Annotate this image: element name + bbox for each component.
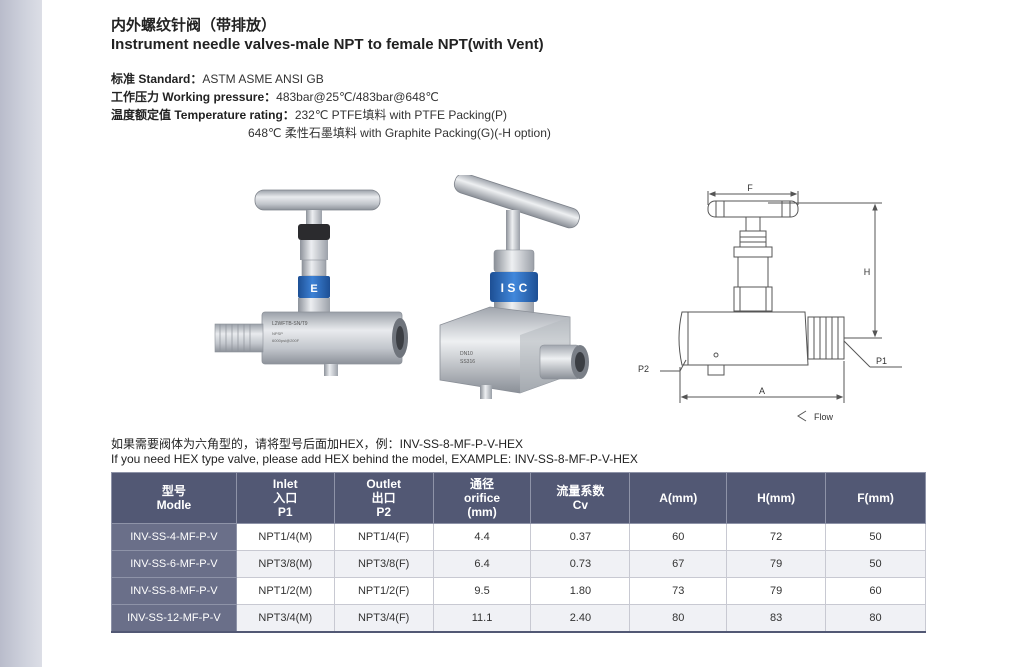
cell-h: 79 [726,550,827,578]
side-decoration-band [0,0,42,667]
cell-orifice: 11.1 [432,604,532,633]
cell-f: 50 [825,550,926,578]
page-title-english: Instrument needle valves-male NPT to fem… [111,36,544,53]
cell-outlet: NPT1/4(F) [333,523,434,551]
valve-band-letters: I S C [501,281,528,295]
cell-a: 67 [629,550,728,578]
valve-body-marking-3: 6000psi@200F [272,338,300,343]
cell-f: 50 [825,523,926,551]
hex-note-english: If you need HEX type valve, please add H… [111,452,638,466]
spec-standard-label: 标准 Standard： [111,72,203,86]
table-row: INV-SS-8-MF-P-V NPT1/2(M) NPT1/2(F) 9.5 … [111,577,926,605]
table-row: INV-SS-12-MF-P-V NPT3/4(M) NPT3/4(F) 11.… [111,604,926,633]
cell-orifice: 9.5 [432,577,532,605]
cell-model: INV-SS-8-MF-P-V [111,577,237,605]
cell-model: INV-SS-12-MF-P-V [111,604,237,633]
cell-cv: 1.80 [530,577,631,605]
cell-f: 80 [825,604,926,633]
header-f: F(mm) [825,472,926,524]
cell-cv: 0.73 [530,550,631,578]
valve-body-marking-1: L2WFTB-SN/T9 [272,321,308,327]
table-row: INV-SS-4-MF-P-V NPT1/4(M) NPT1/4(F) 4.4 … [111,523,926,551]
spec-temp-label: 温度额定值 Temperature rating： [111,108,295,122]
cell-model: INV-SS-6-MF-P-V [111,550,237,578]
spec-standard-value: ASTM ASME ANSI GB [202,72,324,86]
cell-h: 79 [726,577,827,605]
hex-note-chinese: 如果需要阀体为六角型的，请将型号后面加HEX，例：INV-SS-8-MF-P-V… [111,437,524,451]
cell-a: 60 [629,523,728,551]
spec-working-pressure: 工作压力 Working pressure：483bar@25℃/483bar@… [111,88,439,105]
valve-body-marking-2: NPSP [272,331,283,336]
cell-cv: 0.37 [530,523,631,551]
header-a: A(mm) [629,472,728,524]
diagram-label-A: A [759,386,765,396]
cell-a: 80 [629,604,728,633]
valve2-body-marking-2: SS316 [460,359,475,365]
header-h: H(mm) [726,472,827,524]
cell-orifice: 6.4 [432,550,532,578]
cell-inlet: NPT1/4(M) [235,523,335,551]
cell-outlet: NPT3/4(F) [333,604,434,633]
valve-dimension-diagram: F H A P2 P1 Flow [638,183,902,422]
cell-model: INV-SS-4-MF-P-V [111,523,237,551]
cell-h: 83 [726,604,827,633]
cell-h: 72 [726,523,827,551]
diagram-flow-label: Flow [814,412,834,422]
diagram-label-P1: P1 [876,356,887,366]
cell-outlet: NPT1/2(F) [333,577,434,605]
spec-standard: 标准 Standard：ASTM ASME ANSI GB [111,70,324,87]
diagram-label-F: F [747,183,753,193]
cell-orifice: 4.4 [432,523,532,551]
diagram-label-P2: P2 [638,364,649,374]
table-row: INV-SS-6-MF-P-V NPT3/8(M) NPT3/8(F) 6.4 … [111,550,926,578]
cell-inlet: NPT1/2(M) [235,577,335,605]
spec-temperature-rating-2: 648℃ 柔性石墨填料 with Graphite Packing(G)(-H … [248,126,551,140]
valve2-body-marking-1: DN10 [460,351,473,357]
valve-photo-side: E L2WFTB-SN/T9 NPSP 6000psi@200F [214,189,408,376]
cell-f: 60 [825,577,926,605]
valve-photo-angled: I S C DN10 SS316 [439,175,589,399]
cell-inlet: NPT3/4(M) [235,604,335,633]
cell-a: 73 [629,577,728,605]
spec-temperature-rating: 温度额定值 Temperature rating：232℃ PTFE填料 wit… [111,106,507,123]
cell-cv: 2.40 [530,604,631,633]
cell-outlet: NPT3/8(F) [333,550,434,578]
spec-pressure-value: 483bar@25℃/483bar@648℃ [276,90,439,104]
spec-pressure-label: 工作压力 Working pressure： [111,90,277,104]
diagram-label-H: H [864,267,871,277]
cell-inlet: NPT3/8(M) [235,550,335,578]
spec-temp-value-1: 232℃ PTFE填料 with PTFE Packing(P) [294,108,508,122]
page-title-chinese: 内外螺纹针阀（带排放） [111,17,277,34]
valve-band-letter: E [310,283,317,295]
